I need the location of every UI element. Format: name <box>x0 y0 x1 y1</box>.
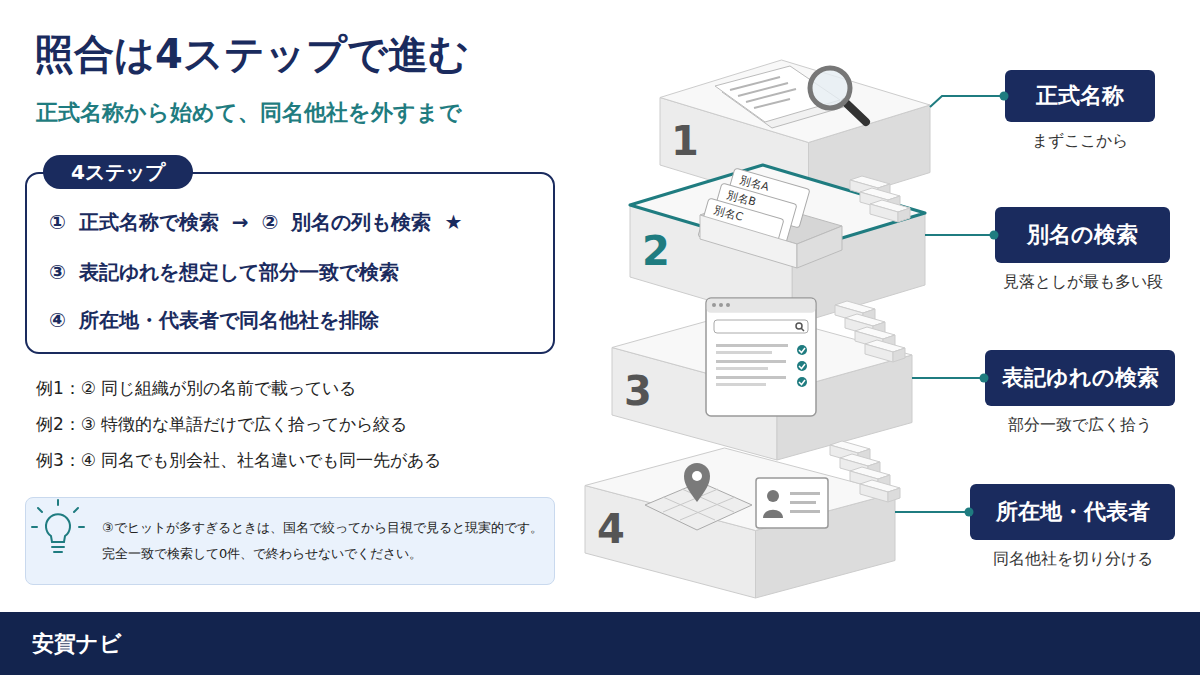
step-name: 別名の検索 <box>995 220 1170 250</box>
step-name: 所在地・代表者 <box>970 497 1175 527</box>
step-face <box>585 448 895 531</box>
browser-icon <box>801 328 804 331</box>
lightbulb-icon <box>54 551 62 553</box>
step-number: 3 <box>624 371 652 411</box>
document-icon <box>754 99 790 108</box>
stairs <box>860 480 900 502</box>
brand-name: 安賀ナビ <box>32 629 122 659</box>
tip-box: ③でヒットが多すぎるときは、国名で絞ってから目視で見ると現実的です。 完全一致で… <box>25 497 555 585</box>
step-note: 同名他社を切り分ける <box>993 549 1153 570</box>
leader-group <box>912 374 989 383</box>
id-card-icon <box>790 492 820 495</box>
step-note: 見落としが最も多い段 <box>1003 272 1163 293</box>
leader-line <box>912 377 985 379</box>
card-label: 別名C <box>712 203 744 224</box>
step-number: 2 <box>642 231 670 271</box>
lightbulb-icon <box>46 514 70 542</box>
card-label: 別名B <box>725 188 757 209</box>
browser-icon <box>707 299 816 313</box>
browser-icon <box>726 303 730 307</box>
magnifier-icon <box>810 68 866 122</box>
stairs <box>865 340 905 362</box>
page-title: 照合は4ステップで進む <box>34 28 469 80</box>
browser-icon <box>706 298 816 416</box>
leader-dot <box>1000 92 1009 101</box>
card-label: 別名A <box>738 173 770 194</box>
browser-icon <box>706 298 816 416</box>
magnifier-icon <box>845 102 866 122</box>
example-note: 例1：② 同じ組織が別の名前で載っている <box>36 377 356 399</box>
id-card-icon <box>767 490 779 502</box>
step-note: 部分一致で広く拾う <box>1008 415 1152 436</box>
step-name: 表記ゆれの検索 <box>985 363 1175 393</box>
lightbulb-icon <box>74 508 78 512</box>
subtitle: 正式名称から始めて、同名他社を外すまで <box>36 98 462 128</box>
browser-icon <box>716 367 768 370</box>
leader-group <box>925 231 999 240</box>
steps-box: 4ステップ① 正式名称で検索 → ② 別名の列も検索 ★③ 表記ゆれを想定して部… <box>25 172 555 354</box>
step-name: 正式名称 <box>1005 81 1155 111</box>
stairs <box>870 200 910 222</box>
lightbulb-icon <box>38 508 42 512</box>
leader-group <box>930 92 1009 108</box>
id-card-icon <box>763 510 783 518</box>
browser-icon <box>716 383 766 386</box>
leader-dot <box>980 374 989 383</box>
lightbulb-icon <box>52 546 64 548</box>
lightbulb-icon <box>32 526 37 528</box>
example-note: 例2：③ 特徴的な単語だけで広く拾ってから絞る <box>36 413 407 435</box>
magnifier-icon <box>810 68 850 108</box>
step-number: 4 <box>597 509 625 549</box>
browser-icon <box>714 320 808 333</box>
card-box-icon <box>700 215 797 268</box>
leader-dot <box>965 508 974 517</box>
browser-icon <box>799 348 805 385</box>
id-card-icon <box>790 501 816 504</box>
browser-icon <box>716 376 786 379</box>
map-icon <box>682 489 734 512</box>
step-label: 正式名称まずここから <box>1005 70 1155 122</box>
stairs <box>830 176 910 502</box>
tip-text: ③でヒットが多すぎるときは、国名で絞ってから目視で見ると現実的です。 完全一致で… <box>102 515 552 567</box>
card-box-icon <box>698 168 842 268</box>
lightbulb-icon <box>57 500 59 505</box>
step-note: まずここから <box>1032 131 1128 152</box>
map-icon <box>692 471 702 481</box>
id-card-icon <box>790 510 820 513</box>
map-icon <box>684 463 710 502</box>
browser-icon <box>716 360 786 363</box>
step-item: ④ 所在地・代表者で同名他社を排除 <box>49 306 379 334</box>
browser-icon <box>712 303 716 307</box>
id-card-icon <box>756 478 828 528</box>
browser-icon <box>716 351 772 354</box>
lightbulb-icon <box>79 526 84 528</box>
box-heading: 4ステップ <box>43 155 193 189</box>
leader-line <box>895 511 970 513</box>
footer-band: 安賀ナビ <box>0 612 1200 675</box>
browser-icon <box>716 344 788 347</box>
card-box-icon <box>797 226 842 268</box>
step-number: 1 <box>671 121 699 161</box>
leader-dot <box>990 231 999 240</box>
step-face <box>660 60 930 143</box>
leader-line <box>925 234 995 236</box>
lightbulb-icon <box>32 500 84 552</box>
step-item: ① 正式名称で検索 → ② 別名の列も検索 ★ <box>49 208 462 236</box>
browser-icon <box>797 345 807 355</box>
step-label: 別名の検索見落としが最も多い段 <box>995 207 1170 263</box>
leader-line <box>930 96 1005 107</box>
browser-icon <box>797 377 807 387</box>
browser-icon <box>797 361 807 371</box>
step-label: 表記ゆれの検索部分一致で広く拾う <box>985 350 1175 406</box>
example-note: 例3：④ 同名でも別会社、社名違いでも同一先がある <box>36 449 441 471</box>
id-card-icon <box>756 478 828 528</box>
step-label: 所在地・代表者同名他社を切り分ける <box>970 484 1175 540</box>
leader-group <box>895 508 974 517</box>
map-icon <box>645 463 752 530</box>
step-item: ③ 表記ゆれを想定して部分一致で検索 <box>49 258 399 286</box>
browser-icon <box>719 303 723 307</box>
